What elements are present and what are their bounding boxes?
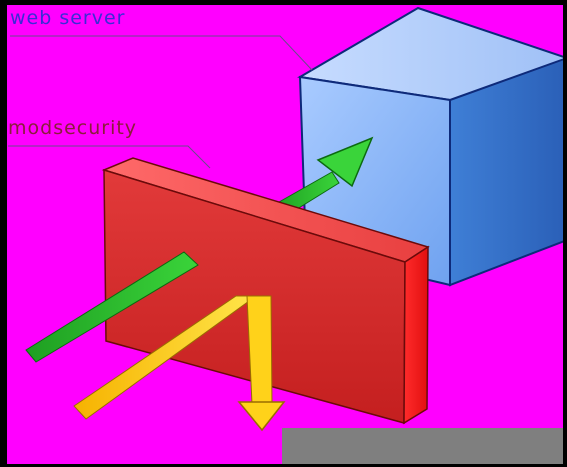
web-server-label: web server: [10, 7, 125, 29]
modsecurity-label: modsecurity: [8, 117, 137, 139]
frame-border-top: [0, 0, 567, 5]
wall-side-face: [404, 247, 428, 423]
gray-occlusion-block: [282, 428, 567, 467]
frame-border-right: [563, 0, 567, 467]
web-server-leader-line: [10, 36, 312, 70]
yellow-arrow-head: [239, 402, 284, 430]
frame-border-left: [0, 0, 7, 467]
modsecurity-leader-line: [8, 146, 210, 168]
yellow-arrow-outgoing: [247, 296, 272, 404]
